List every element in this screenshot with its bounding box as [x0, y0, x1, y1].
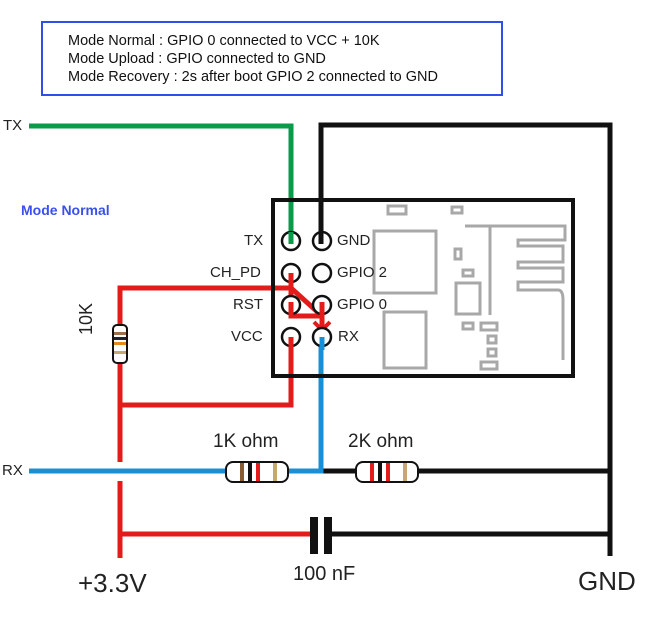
rx-wire — [29, 338, 324, 474]
gnd-wires — [318, 122, 613, 556]
vcc-rail-label: +3.3V — [78, 568, 147, 598]
pin-label-rst: RST — [233, 296, 263, 313]
esp01-module — [271, 198, 575, 378]
vcc-wires — [117, 276, 332, 558]
resistor-10k — [112, 324, 128, 364]
rx-signal-label: RX — [2, 462, 23, 479]
pin-label-gpio0: GPIO 0 — [337, 296, 388, 313]
pin-label-tx: TX — [244, 232, 264, 249]
pin-label-rx: RX — [338, 328, 359, 345]
resistor-2k — [355, 461, 419, 483]
capacitor-100nf — [310, 517, 332, 554]
resistor-2k-label: 2K ohm — [348, 431, 414, 452]
pin-label-gpio2: GPIO 2 — [337, 264, 388, 281]
pcb-details — [372, 204, 567, 371]
pin-label-gnd: GND — [337, 232, 371, 249]
gnd-wire-top — [318, 122, 613, 556]
vcc-module-wire — [120, 338, 294, 408]
note-recovery: Mode Recovery : 2s after boot GPIO 2 con… — [68, 69, 438, 85]
note-normal: Mode Normal : GPIO 0 connected to VCC + … — [68, 33, 380, 49]
pin-label-chpd: CH_PD — [210, 264, 261, 281]
resistor-1k-label: 1K ohm — [213, 431, 279, 452]
tx-wire — [29, 123, 294, 238]
capacitor-label: 100 nF — [293, 563, 356, 585]
tx-signal-label: TX — [3, 117, 23, 134]
note-upload: Mode Upload : GPIO connected to GND — [68, 51, 326, 67]
pin-gpio2 — [311, 262, 333, 284]
mode-notes-box: Mode Normal : GPIO 0 connected to VCC + … — [41, 21, 503, 96]
mode-label: Mode Normal — [21, 202, 110, 218]
pin-label-vcc: VCC — [231, 328, 263, 345]
gnd-rail-label: GND — [578, 566, 636, 596]
resistor-10k-label: 10K — [76, 302, 96, 335]
resistor-1k — [225, 461, 289, 483]
vcc-chpd-wire — [117, 276, 294, 326]
